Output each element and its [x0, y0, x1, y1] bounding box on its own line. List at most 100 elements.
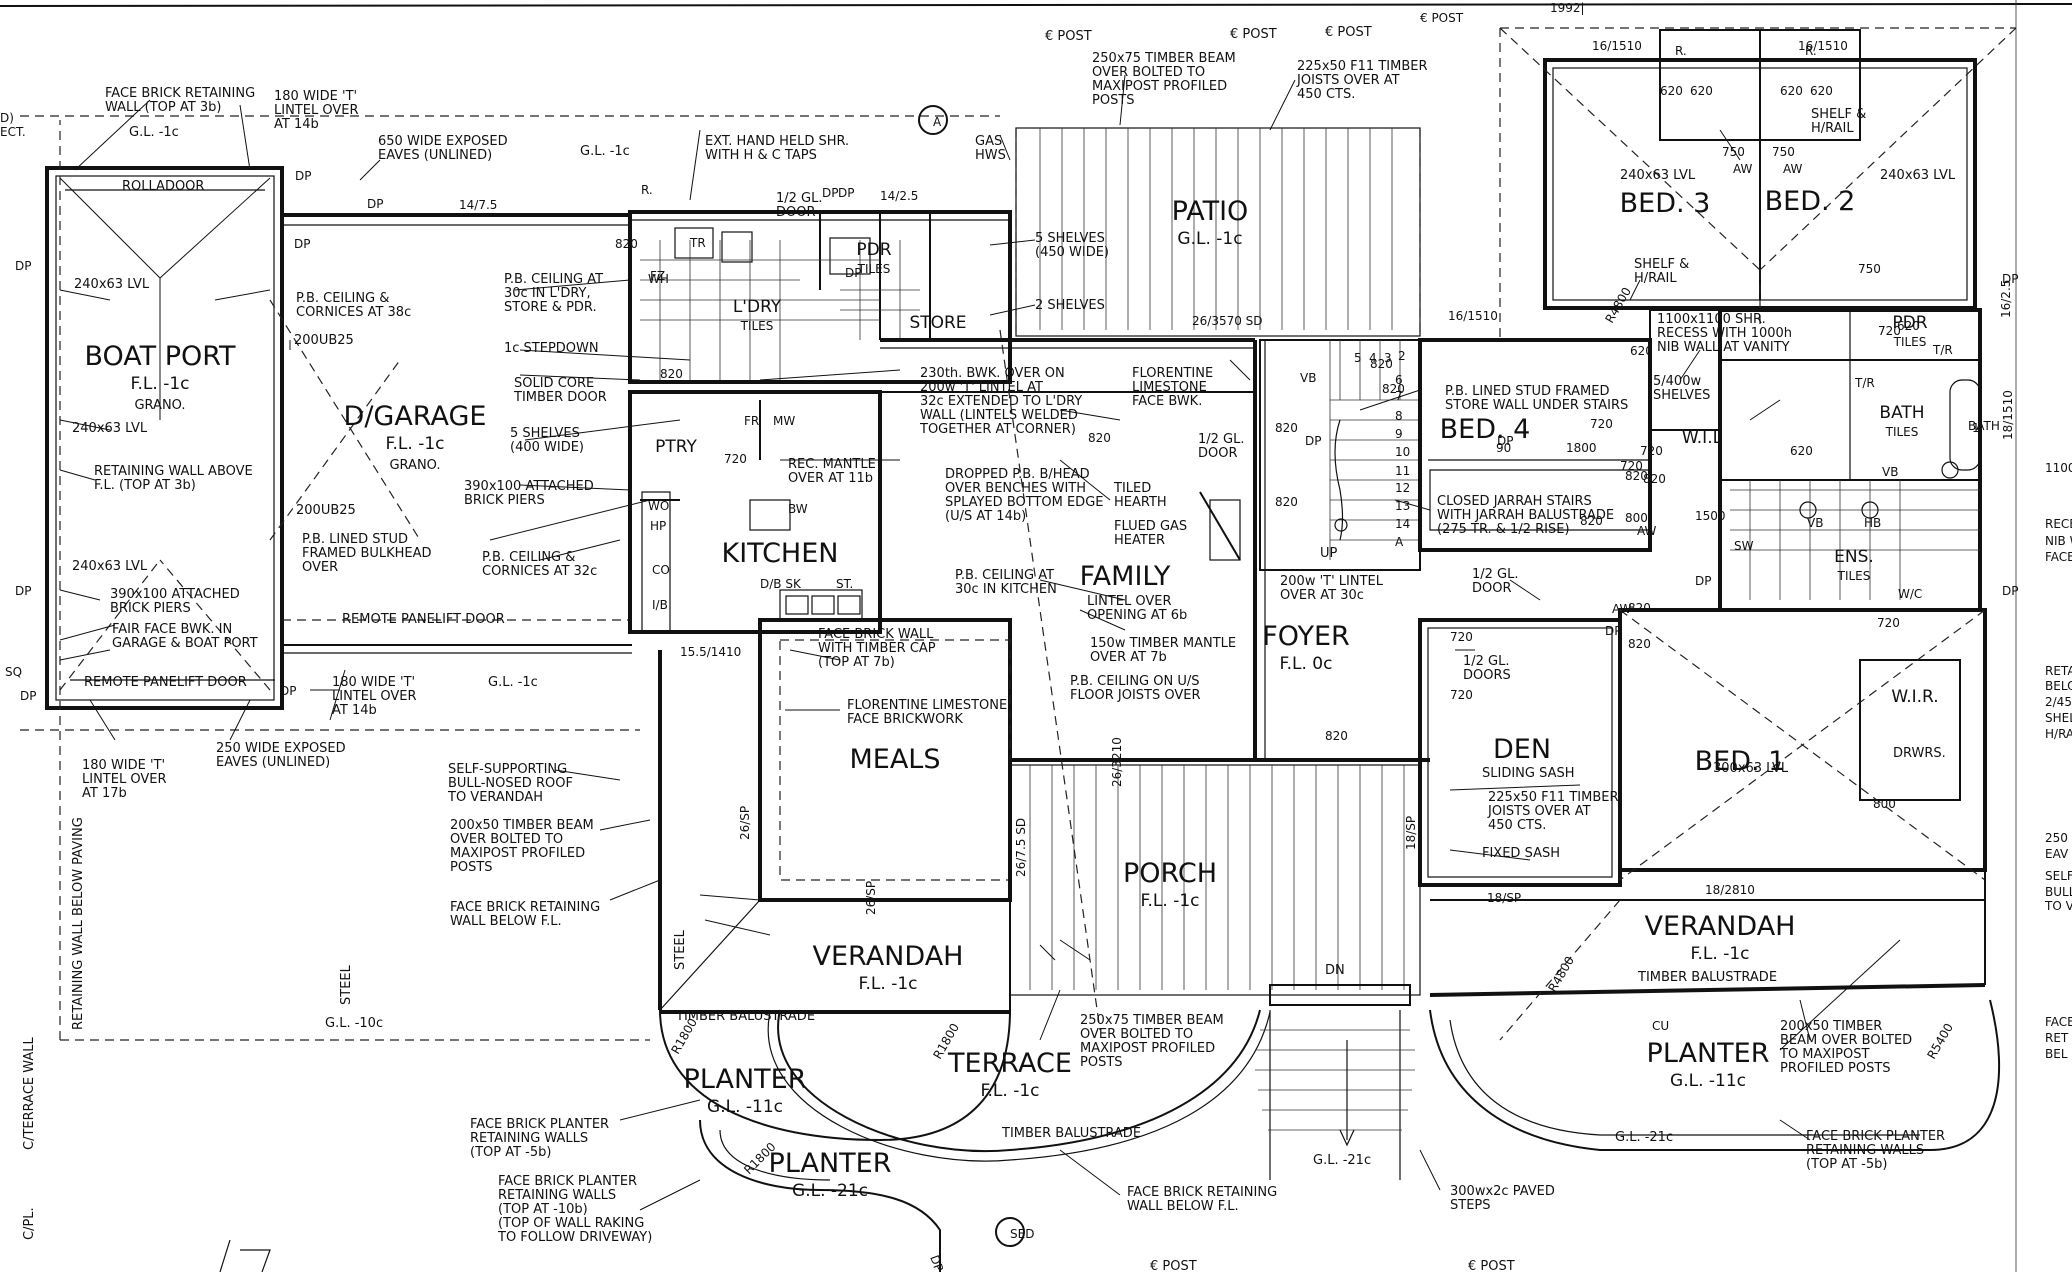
annotation-59-line-1: H/RAIL: [1634, 271, 1677, 286]
annotation-19-line-0: P.B. LINED STUD: [302, 532, 408, 547]
label-26-sp-45: 26/SP: [738, 806, 752, 840]
room-name-foyer-16: FOYER: [1262, 621, 1350, 652]
annotation-24-line-0: REMOTE PANELIFT DOOR: [84, 675, 247, 690]
annotation-83-line-1: STEPS: [1450, 1198, 1491, 1213]
annotation-17-line-0: RETAINING WALL ABOVE: [94, 464, 253, 479]
label-dp-64: DP: [15, 584, 31, 598]
label-face-127: FACE: [2045, 550, 2072, 564]
annotation-32-line-1: (400 WIDE): [510, 440, 584, 455]
room-name-porch-21: PORCH: [1123, 858, 1217, 889]
room-level-26: G.L. -21c: [792, 1181, 868, 1201]
label-26-7-5-sd-47: 26/7.5 SD: [1014, 818, 1028, 877]
annotation-83-line-0: 300wx2c PAVED: [1450, 1184, 1555, 1199]
label-shel-131: SHEL: [2045, 711, 2072, 725]
annotation-25-line-1: LINTEL OVER: [332, 689, 416, 704]
annotation-12-line-0: ROLLADOOR: [122, 179, 204, 194]
annotation-48-line-1: FLOOR JOISTS OVER: [1070, 688, 1201, 703]
label-dp-70: DP: [822, 186, 838, 200]
annotation-52-line-0: P.B. LINED STUD FRAMED: [1445, 384, 1609, 399]
room-finish-1: GRANO.: [389, 458, 440, 473]
garage-walls: [20, 115, 1000, 1041]
annotation-49-line-2: (TOP AT 7b): [818, 655, 895, 670]
label-ret-139: RET: [2045, 1031, 2069, 1045]
note-ramp: STEEL: [339, 964, 354, 1005]
annotation-78-line-2: TO MAXIPOST: [1779, 1047, 1869, 1062]
annotation-18-line-0: 200UB25: [296, 503, 356, 518]
annotation-29-line-1: 30c IN L'DRY,: [504, 286, 591, 301]
annotation-37-line-0: 2 SHELVES: [1035, 298, 1105, 313]
annotation-80-line-4: TO FOLLOW DRIVEWAY): [497, 1230, 652, 1245]
annotation-28-line-0: 250 WIDE EXPOSED: [216, 741, 346, 756]
label-7-110: 7: [1395, 389, 1403, 403]
label-bath-103: BATH: [1968, 419, 2000, 433]
annotation-81-line-1: WALL BELOW F.L.: [1127, 1199, 1239, 1214]
annotation-25-line-2: AT 14b: [332, 703, 377, 718]
verandah-terrace: [659, 329, 2001, 1272]
room-name-bed-4-11: BED. 4: [1440, 414, 1531, 445]
label-fr-83: FR: [744, 414, 759, 428]
label-cu-79: CU: [1652, 1019, 1669, 1033]
label-18-2810-49: 18/2810: [1705, 883, 1755, 897]
label-1992-142: 1992|: [1550, 1, 1585, 15]
label-820-5: 820: [1325, 729, 1348, 743]
label-hb-95: HB: [1864, 516, 1881, 530]
annotation-56-line-0: SLIDING SASH: [1482, 766, 1575, 781]
annotation-43-line-1: DOOR: [1198, 446, 1238, 461]
room-level-5: TILES: [740, 319, 774, 333]
annotation-79-line-0: FACE BRICK PLANTER: [470, 1117, 609, 1132]
label-26-3570-sd-42: 26/3570 SD: [1192, 314, 1263, 328]
label-750-29: 750: [1772, 145, 1795, 159]
label-dp-71: DP: [838, 186, 854, 200]
annotation-23-line-0: REMOTE PANELIFT DOOR: [342, 612, 505, 627]
label-820-0: 820: [615, 237, 638, 251]
room-name-verandah-22: VERANDAH: [813, 941, 964, 972]
annotation-68-line-1: OVER BOLTED TO: [450, 832, 563, 847]
annotation-27-line-1: LINTEL OVER: [82, 772, 166, 787]
label-self-135: SELF: [2045, 869, 2072, 883]
annotation-55-line-0: 1/2 GL.: [1463, 654, 1510, 669]
label-5-108: 5: [1354, 351, 1362, 365]
annotation-4-line-0: G.L. -1c: [580, 144, 630, 159]
label-16-1510-37: 16/1510: [1592, 39, 1642, 53]
annotation-41-line-1: 30c IN KITCHEN: [955, 582, 1057, 597]
label-dp-72: DP: [845, 266, 861, 280]
annotation-36-line-0: 5 SHELVES: [1035, 231, 1105, 246]
label-16-1510-39: 16/1510: [1448, 309, 1498, 323]
room-level-24: F.L. -1c: [980, 1081, 1039, 1101]
annotation-36-line-1: (450 WIDE): [1035, 245, 1109, 260]
label-26-3210-43: 26/3210: [1110, 737, 1124, 787]
annotation-70-line-0: 1:7.1 RAMP UP: [0, 0, 96, 4]
room-name-den-17: DEN: [1493, 734, 1551, 765]
annotation-42-line-0: FLORENTINE: [1132, 366, 1213, 381]
room-name-d-garage-1: D/GARAGE: [344, 401, 487, 432]
annotation-1-line-1: LINTEL OVER: [274, 103, 358, 118]
annotation-76-line-0: TIMBER BALUSTRADE: [1001, 1126, 1141, 1141]
label-bull-136: BULL: [2045, 885, 2072, 899]
label-dp-69: DP: [294, 237, 310, 251]
annotation-67-line-0: SELF-SUPPORTING: [448, 762, 567, 777]
label-h-ra-132: H/RA: [2045, 727, 2072, 741]
annotation-33-line-0: 390x100 ATTACHED: [464, 479, 594, 494]
annotation-19-line-2: OVER: [302, 560, 338, 575]
room-name-ptry-8: PTRY: [655, 437, 697, 457]
label-aw-33: AW: [1612, 602, 1632, 616]
annotation-51-line-0: 200w 'T' LINTEL: [1280, 574, 1384, 589]
annotation-43-line-0: 1/2 GL.: [1198, 432, 1245, 447]
annotation-64-line-0: 5/400w: [1653, 374, 1701, 389]
annotation-39-line-0: REC. MANTLE: [788, 457, 876, 472]
label-6-109: 6: [1395, 373, 1403, 387]
label-820-1: 820: [660, 367, 683, 381]
annotation-47-line-0: 150w TIMBER MANTLE: [1090, 636, 1236, 651]
room-name-bed-2-4: BED. 2: [1765, 186, 1856, 217]
annotation-39-line-1: OVER AT 11b: [788, 471, 873, 486]
laundry-block: [628, 210, 1012, 384]
label-250-133: 250: [2045, 831, 2068, 845]
label-dp-78: DP: [1605, 624, 1621, 638]
label-sw-99: SW: [1734, 539, 1754, 553]
label-dp-67: DP: [367, 197, 383, 211]
annotation-63-line-2: NIB WALL AT VANITY: [1657, 340, 1790, 355]
annotation-51-line-1: OVER AT 30c: [1280, 588, 1364, 603]
label-1-104: 1: [1972, 421, 1980, 435]
label-620-15: 620: [1780, 84, 1803, 98]
label-wh-80: WH: [648, 272, 669, 286]
